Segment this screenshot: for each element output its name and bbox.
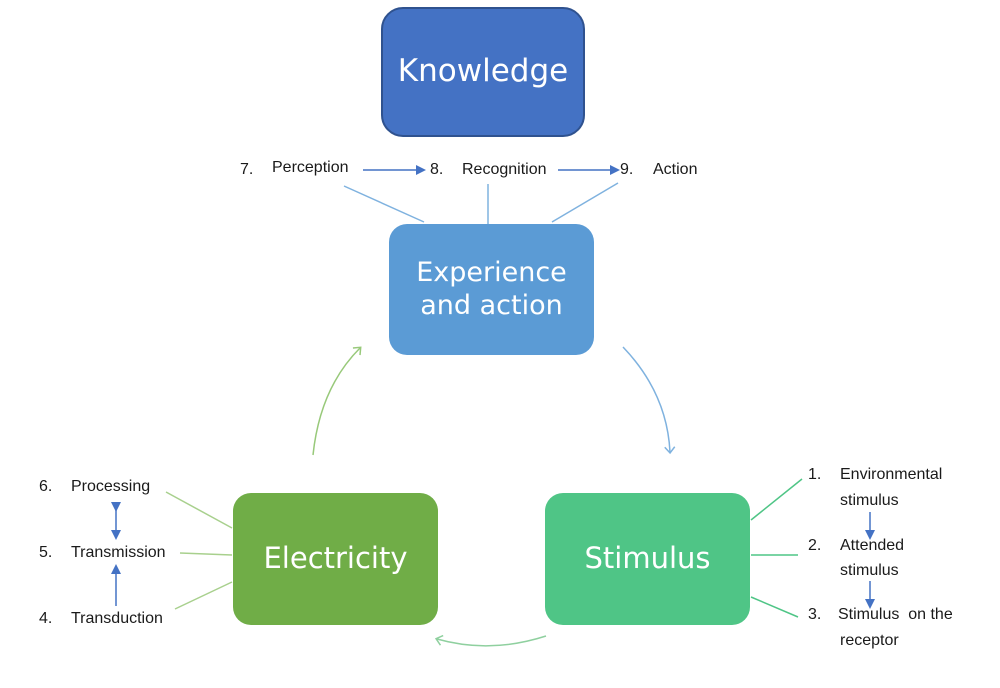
step5-transmission: Transmission: [71, 544, 166, 561]
link-perception-experience: [343, 185, 425, 223]
stimulus-node: Stimulus: [545, 493, 750, 625]
experience-label: Experience and action: [416, 256, 567, 321]
step3-number: 3.: [808, 606, 822, 623]
arc-experience-to-stimulus: [622, 346, 676, 455]
step1-line2: stimulus: [840, 492, 899, 509]
stimulus-label: Stimulus: [584, 541, 711, 576]
electricity-node: Electricity: [233, 493, 438, 625]
link-electricity-processing: [165, 491, 233, 529]
step1-number: 1.: [808, 466, 822, 483]
step5-number: 5.: [39, 544, 53, 561]
step2-line2: stimulus: [840, 562, 899, 579]
link-action-experience: [551, 182, 619, 223]
step8-recognition: Recognition: [462, 161, 547, 178]
step6-number: 6.: [39, 478, 53, 495]
step9-number: 9.: [620, 161, 634, 178]
link-electricity-transduction: [174, 581, 233, 610]
link-electricity-transmission: [179, 552, 233, 556]
step3-line2: receptor: [840, 632, 899, 649]
electricity-label: Electricity: [263, 541, 408, 576]
knowledge-node: Knowledge: [381, 7, 585, 137]
step4-number: 4.: [39, 610, 53, 627]
arc-electricity-to-experience: [312, 346, 362, 456]
link-stimulus-step1: [750, 478, 803, 521]
step3-line1: Stimulus on the: [838, 606, 953, 623]
link-stimulus-step3: [750, 596, 799, 618]
step4-transduction: Transduction: [71, 610, 163, 627]
step8-number: 8.: [430, 161, 444, 178]
step7-perception: Perception: [272, 159, 349, 176]
arc-stimulus-to-electricity: [434, 634, 547, 647]
step1-line1: Environmental: [840, 466, 943, 483]
step7-number: 7.: [240, 161, 254, 178]
experience-action-node: Experience and action: [389, 224, 594, 355]
step6-processing: Processing: [71, 478, 151, 495]
step2-number: 2.: [808, 537, 822, 554]
step9-action: Action: [653, 161, 698, 178]
step2-line1: Attended: [840, 537, 905, 554]
knowledge-label: Knowledge: [397, 53, 569, 90]
